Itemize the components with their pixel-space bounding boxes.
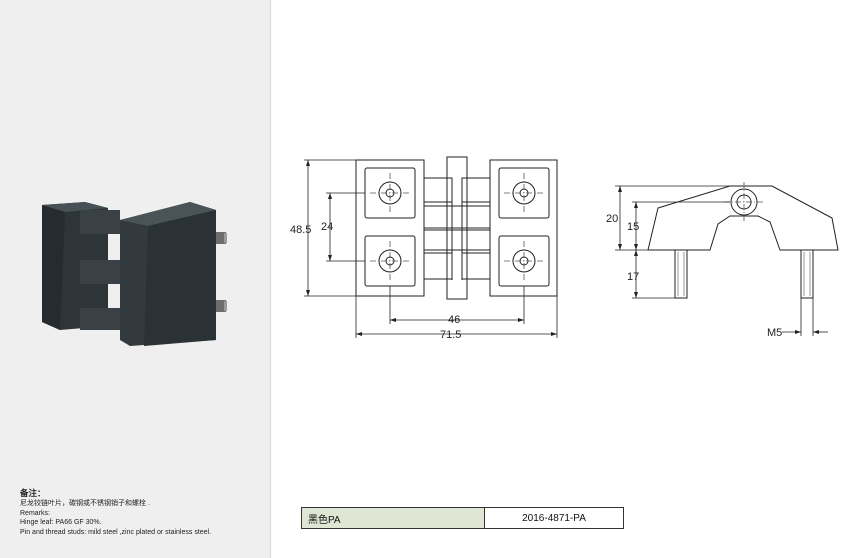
side-view-stud-left [674,249,688,299]
spec-table: 黑色PA 2016-4871-PA [301,507,624,529]
drawing-canvas: 48.5 24 46 71.5 [290,156,839,341]
remarks-title: 备注： [20,488,46,498]
dim-stud-length: 17 [627,271,639,283]
spec-color-cell: 黑色PA [302,508,485,528]
remarks-line-en-1: Hinge leaf: PA66 GF 30%. [20,519,102,527]
dim-thread: M5 [767,327,782,339]
dim-height-inner: 24 [321,221,333,233]
dim-side-height-body: 15 [627,221,639,233]
remarks-block: 备注： 尼龙铰链叶片，碳钢或不锈钢销子和螺栓 . Remarks: Hinge … [20,487,265,537]
dim-side-height: 20 [606,213,618,225]
remarks-line-cn: 尼龙铰链叶片，碳钢或不锈钢销子和螺栓 . [20,500,150,507]
dim-hole-spacing: 46 [448,314,460,326]
spec-code-cell: 2016-4871-PA [522,512,586,524]
remarks-line-en-2: Pin and thread studs: mild steel ,zinc p… [20,528,212,536]
front-view-right-leaf [489,159,558,297]
remarks-line-en-title: Remarks: [20,509,50,517]
hinge-product-photo [42,202,227,346]
dim-height-total: 48.5 [290,224,311,236]
side-view-stud-right [800,249,814,299]
technical-drawings: 48.5 24 46 71.5 [270,0,848,558]
left-panel: 备注： 尼龙铰链叶片，碳钢或不锈钢销子和螺栓 . Remarks: Hinge … [0,0,271,558]
dim-width-total: 71.5 [440,329,461,341]
